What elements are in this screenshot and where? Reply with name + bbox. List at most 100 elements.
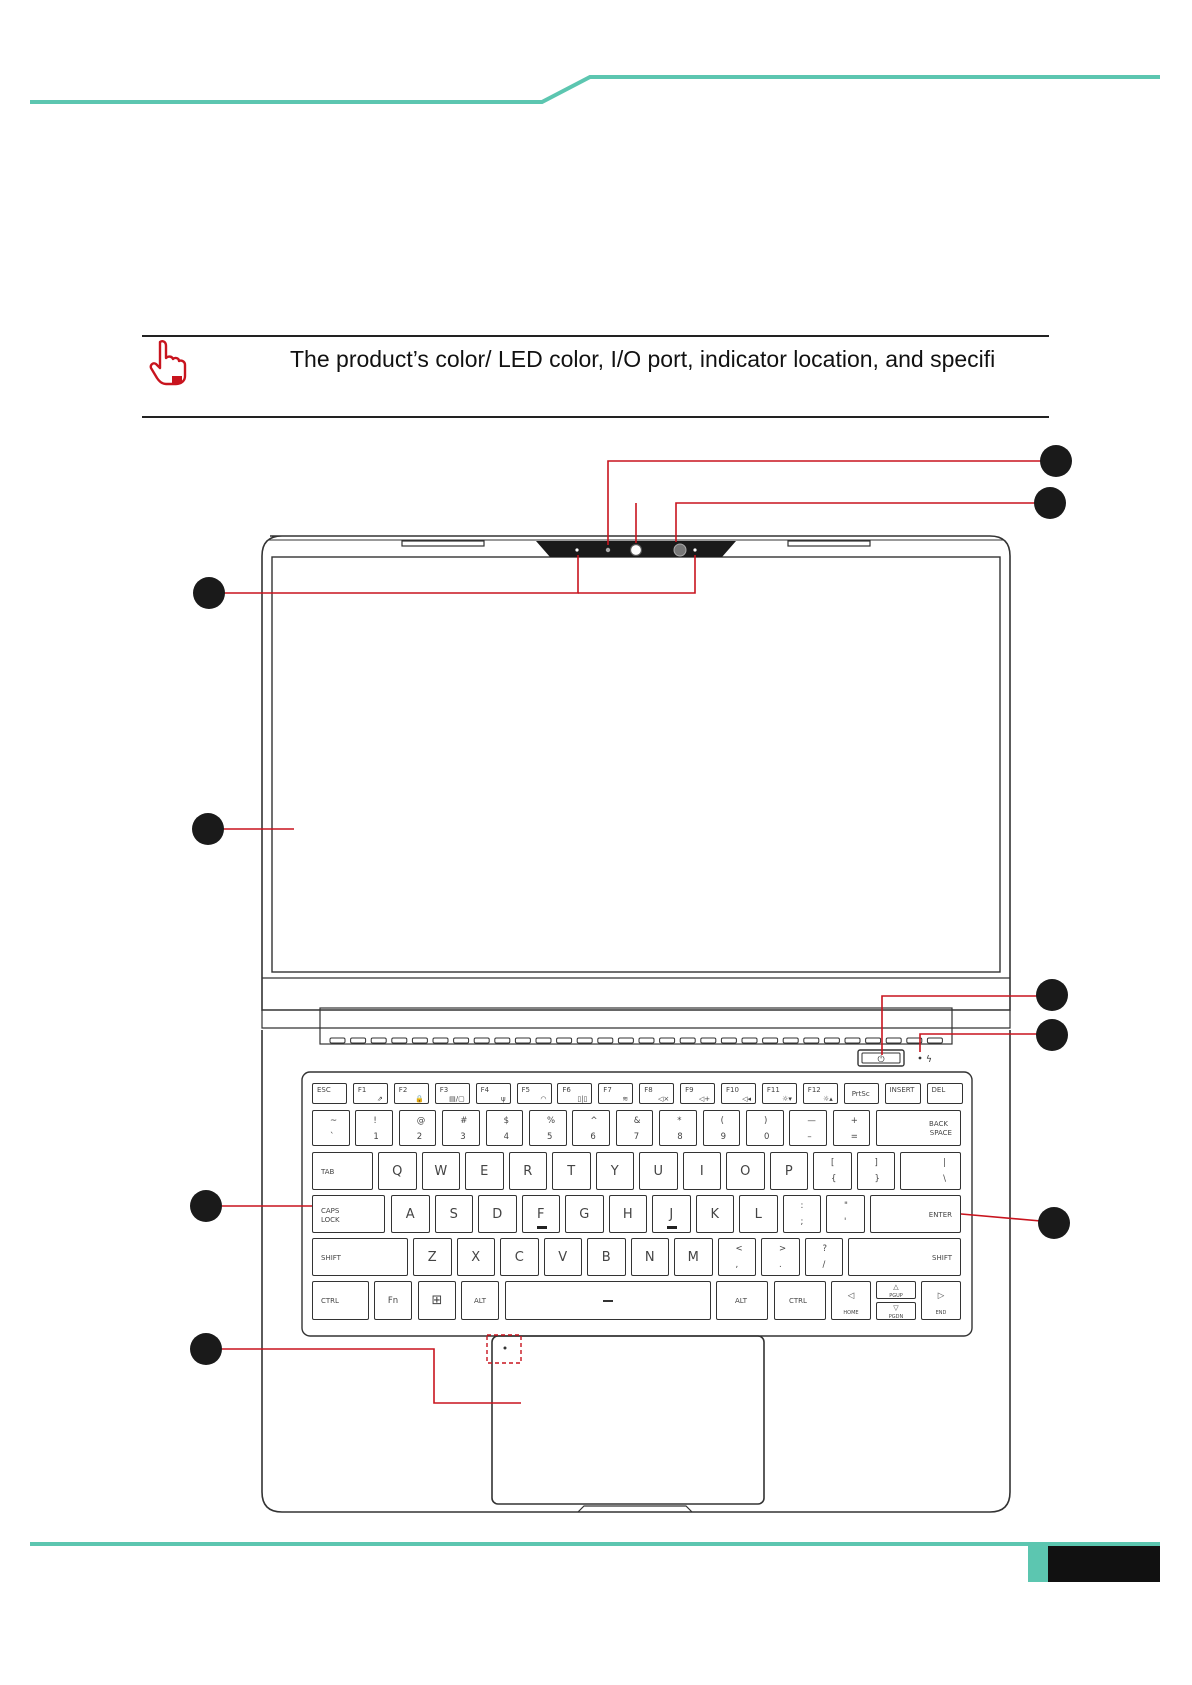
- key-a[interactable]: A: [391, 1195, 430, 1233]
- pgdn-key[interactable]: ▽PGDN: [876, 1302, 916, 1320]
- key-q[interactable]: Q: [378, 1152, 417, 1190]
- enter-key[interactable]: ENTER: [869, 1195, 961, 1233]
- key-w[interactable]: W: [421, 1152, 460, 1190]
- left-shift-key[interactable]: SHIFT: [312, 1238, 408, 1276]
- fn-key-esc[interactable]: ESC: [312, 1083, 347, 1104]
- hinge-vent: [926, 1037, 943, 1044]
- key-label: |: [943, 1158, 946, 1168]
- key-5[interactable]: %5: [529, 1110, 567, 1146]
- key-z[interactable]: Z: [413, 1238, 452, 1276]
- key-j[interactable]: J: [652, 1195, 691, 1233]
- key-g[interactable]: G: [565, 1195, 604, 1233]
- key-punct[interactable]: <,: [717, 1238, 756, 1276]
- key-–[interactable]: —–: [789, 1110, 827, 1146]
- key-label: ◁+: [698, 1095, 711, 1103]
- key-k[interactable]: K: [695, 1195, 734, 1233]
- fn-key-f2[interactable]: F2🔒: [393, 1083, 429, 1104]
- key-punct[interactable]: ?/: [804, 1238, 843, 1276]
- home-key[interactable]: ◁HOME: [831, 1281, 871, 1320]
- fn-key-f8[interactable]: F8◁×: [639, 1083, 675, 1104]
- key-n[interactable]: N: [630, 1238, 669, 1276]
- key-bracket-0[interactable]: [{: [813, 1152, 852, 1190]
- key-1[interactable]: !1: [355, 1110, 393, 1146]
- key-label: F1: [357, 1086, 367, 1094]
- key-0[interactable]: )0: [746, 1110, 784, 1146]
- right-shift-key[interactable]: SHIFT: [848, 1238, 961, 1276]
- fn-key-prtsc[interactable]: PrtSc: [843, 1083, 879, 1104]
- hinge-vent: [514, 1037, 531, 1044]
- key-label: ): [764, 1116, 768, 1126]
- left-alt-key[interactable]: ALT: [461, 1281, 499, 1320]
- windows-key[interactable]: ⊞: [418, 1281, 456, 1320]
- fn-key-f6[interactable]: F6▯|▯: [557, 1083, 593, 1104]
- fn-key-f7[interactable]: F7≋: [598, 1083, 634, 1104]
- key-s[interactable]: S: [434, 1195, 473, 1233]
- tab-key[interactable]: TAB: [312, 1152, 373, 1190]
- key-i[interactable]: I: [682, 1152, 721, 1190]
- key-label: 9: [720, 1132, 727, 1142]
- fn-key-insert[interactable]: INSERT: [884, 1083, 921, 1104]
- key-e[interactable]: E: [465, 1152, 504, 1190]
- hinge-vent: [659, 1037, 676, 1044]
- key-label: 2: [416, 1132, 423, 1142]
- key-h[interactable]: H: [608, 1195, 647, 1233]
- key-punct[interactable]: >.: [761, 1238, 800, 1276]
- left-ctrl-key[interactable]: CTRL: [312, 1281, 369, 1320]
- key-bracket-1[interactable]: ]}: [856, 1152, 895, 1190]
- end-key[interactable]: ▷END: [921, 1281, 961, 1320]
- note-bottom-rule: [142, 416, 1049, 418]
- key-m[interactable]: M: [674, 1238, 713, 1276]
- key-p[interactable]: P: [769, 1152, 808, 1190]
- fn-key-f3[interactable]: F3▤/▢: [434, 1083, 470, 1104]
- right-ctrl-key[interactable]: CTRL: [774, 1281, 826, 1320]
- fn-key-f12[interactable]: F12☼▴: [802, 1083, 838, 1104]
- fn-key-f9[interactable]: F9◁+: [680, 1083, 716, 1104]
- key-punct[interactable]: :;: [782, 1195, 821, 1233]
- fn-key-f10[interactable]: F10◁◂: [721, 1083, 756, 1104]
- key-f[interactable]: F: [521, 1195, 560, 1233]
- space-key[interactable]: [505, 1281, 711, 1320]
- key-label: ☼▾: [782, 1095, 792, 1103]
- fn-key-del[interactable]: DEL: [926, 1083, 963, 1104]
- key-y[interactable]: Y: [595, 1152, 634, 1190]
- key-d[interactable]: D: [478, 1195, 517, 1233]
- key-punct[interactable]: "': [826, 1195, 865, 1233]
- note-text: The product’s color/ LED color, I/O port…: [290, 346, 996, 372]
- hinge-vent: [679, 1037, 696, 1044]
- fn-key-f11[interactable]: F11☼▾: [761, 1083, 797, 1104]
- key-=[interactable]: +=: [832, 1110, 871, 1146]
- key-c[interactable]: C: [500, 1238, 539, 1276]
- key-bracket-2[interactable]: |\: [900, 1152, 961, 1190]
- fn-key[interactable]: Fn: [374, 1281, 412, 1320]
- key-3[interactable]: #3: [442, 1110, 480, 1146]
- key-6[interactable]: ^6: [572, 1110, 610, 1146]
- key-label: ◠: [540, 1095, 547, 1103]
- hinge-vent: [391, 1037, 408, 1044]
- key-x[interactable]: X: [456, 1238, 495, 1276]
- key-2[interactable]: @2: [398, 1110, 437, 1146]
- key-t[interactable]: T: [552, 1152, 591, 1190]
- key-l[interactable]: L: [739, 1195, 778, 1233]
- fn-key-f1[interactable]: F1⇗: [352, 1083, 388, 1104]
- right-alt-key[interactable]: ALT: [716, 1281, 768, 1320]
- key-7[interactable]: &7: [615, 1110, 654, 1146]
- key-r[interactable]: R: [508, 1152, 547, 1190]
- hinge-vent: [700, 1037, 717, 1044]
- key-u[interactable]: U: [639, 1152, 678, 1190]
- key-label: ◁×: [657, 1095, 670, 1103]
- key-8[interactable]: *8: [659, 1110, 697, 1146]
- key-v[interactable]: V: [543, 1238, 582, 1276]
- fn-key-f5[interactable]: F5◠: [516, 1083, 552, 1104]
- key-`[interactable]: ~`: [312, 1110, 350, 1146]
- key-label: F2: [398, 1086, 408, 1094]
- key-label: J: [669, 1207, 674, 1222]
- key-label: `: [330, 1132, 335, 1142]
- key-9[interactable]: (9: [702, 1110, 741, 1146]
- key-o[interactable]: O: [726, 1152, 765, 1190]
- pgup-key[interactable]: △PGUP: [876, 1281, 916, 1299]
- key-b[interactable]: B: [587, 1238, 626, 1276]
- key-4[interactable]: $4: [485, 1110, 524, 1146]
